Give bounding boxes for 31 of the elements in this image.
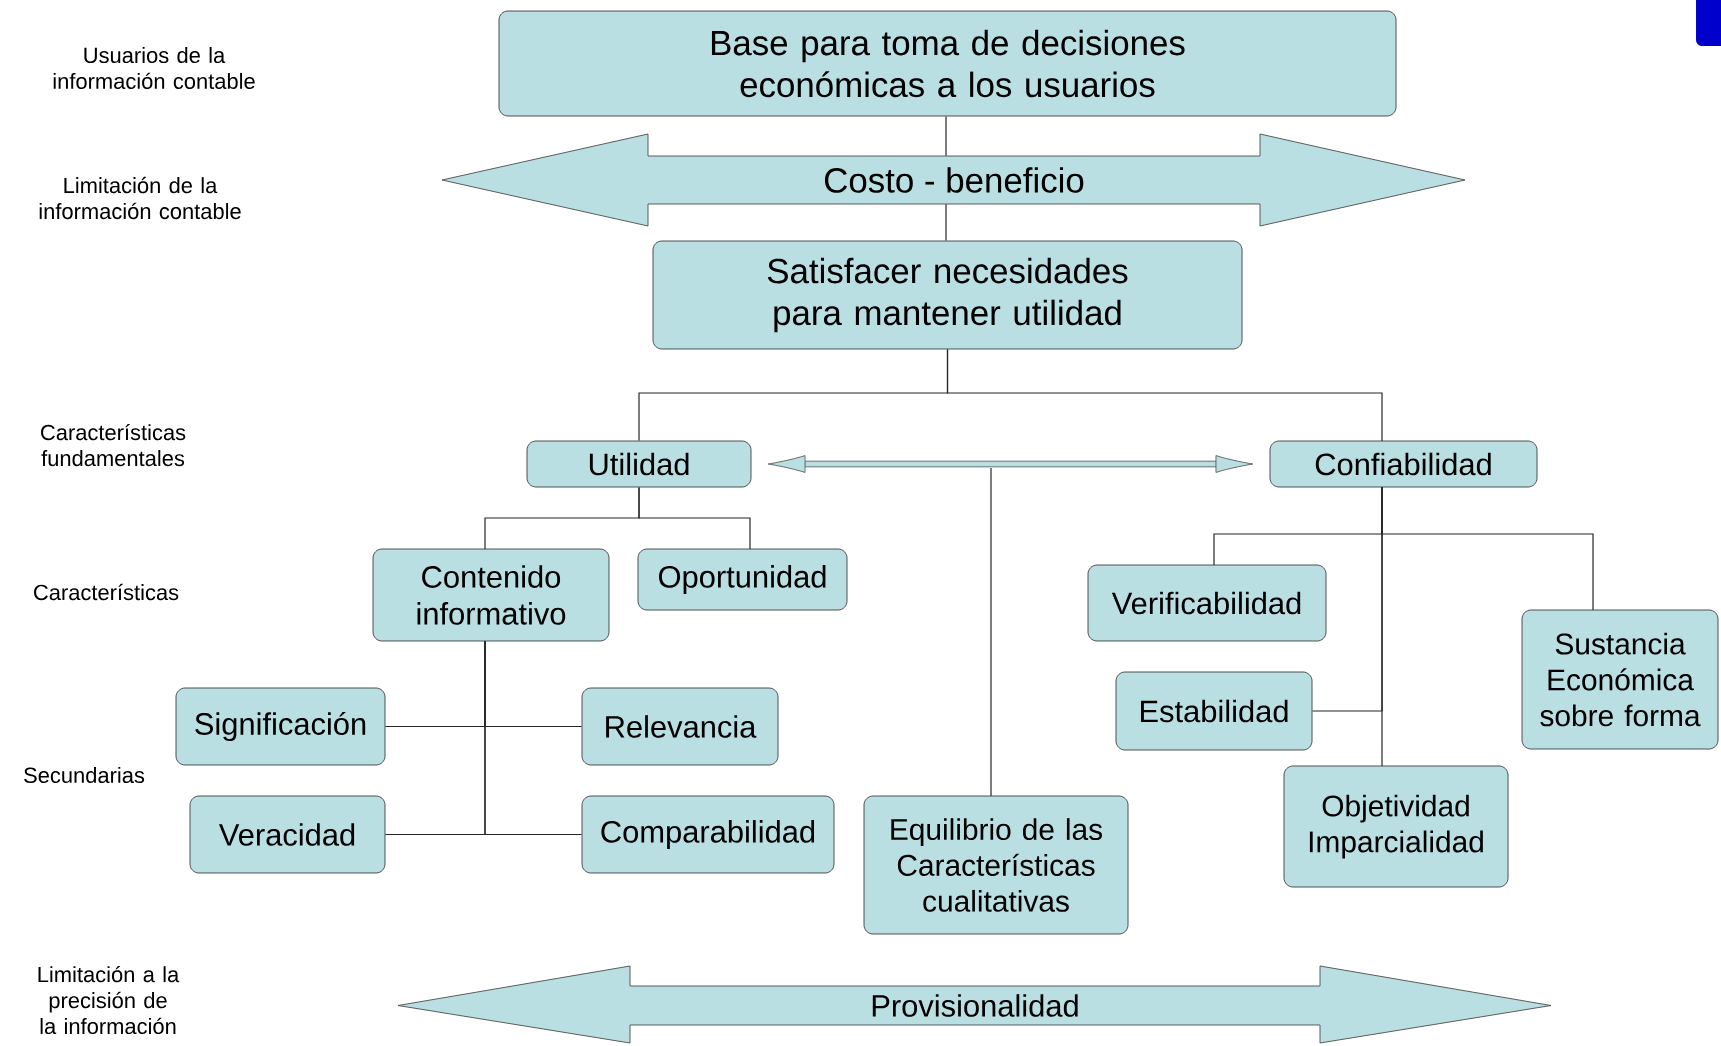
process-box: Estabilidad <box>1115 671 1313 751</box>
row-label: Secundarias <box>24 766 145 784</box>
process-box: Comparabilidad <box>581 795 835 874</box>
connector-line <box>945 203 947 242</box>
connector-line <box>990 467 992 797</box>
process-box: Veracidad <box>189 795 386 874</box>
row-label: Limitación de la información contable <box>39 176 241 220</box>
process-box: Satisfacer necesidades para mantener utilidad <box>652 240 1243 350</box>
process-box: Equilibrio de las Características cualitativas <box>863 795 1129 935</box>
double-arrow-band: Costo - beneficio <box>441 133 1466 227</box>
row-label: Características <box>34 583 179 601</box>
process-box: Contenido informativo <box>372 548 610 642</box>
process-box: Verificabilidad <box>1087 564 1327 642</box>
process-box: Sustancia Económica sobre forma <box>1521 609 1719 750</box>
row-label: Características fundamentales <box>41 423 186 467</box>
process-box: Relevancia <box>581 687 779 766</box>
connector-line <box>638 486 751 550</box>
connector-line <box>484 640 583 836</box>
row-label: Limitación a la precisión de la información <box>38 965 180 1035</box>
connector-line <box>946 348 1383 442</box>
process-box: Base para toma de decisiones económicas a los usuarios <box>498 10 1397 117</box>
process-box: Confiabilidad <box>1269 440 1538 488</box>
double-arrow <box>767 455 1254 473</box>
connector-line <box>945 115 947 157</box>
double-arrow-band: Provisionalidad <box>397 965 1552 1044</box>
process-box: Objetividad Imparcialidad <box>1283 765 1509 888</box>
row-label: Usuarios de la información contable <box>53 47 255 89</box>
connector-line <box>1381 486 1383 767</box>
process-box: Utilidad <box>526 440 752 488</box>
process-box: Oportunidad <box>637 548 848 611</box>
process-box: Significación <box>175 687 386 766</box>
